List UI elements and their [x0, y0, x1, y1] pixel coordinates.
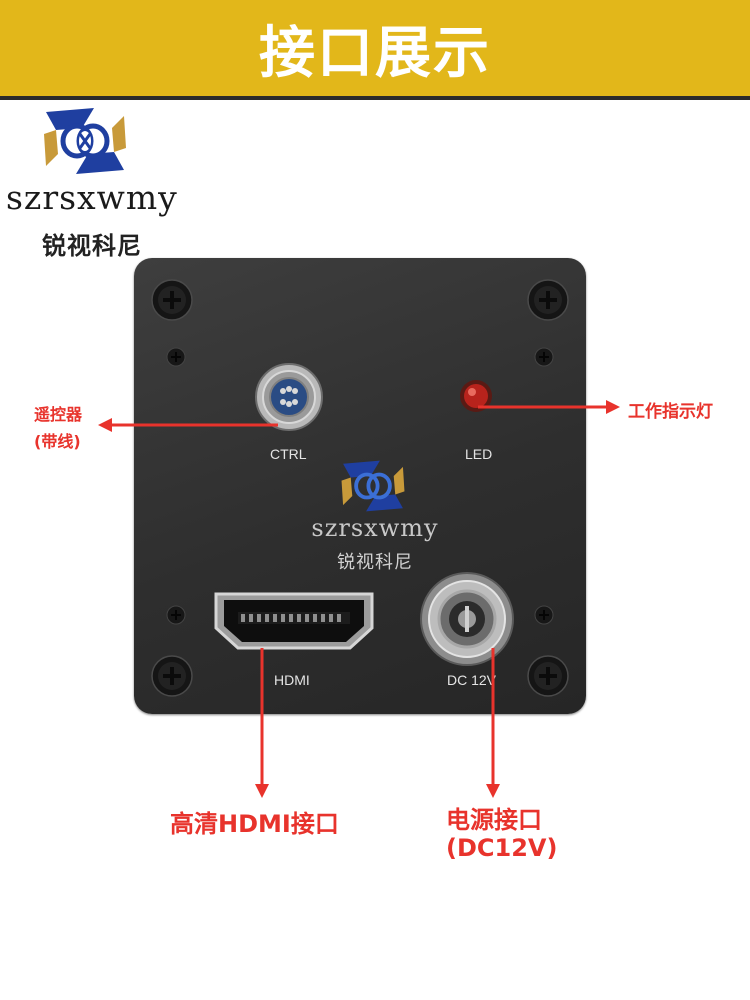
- remote-callout-line2: (带线): [34, 432, 81, 451]
- ctrl-connector[interactable]: [254, 362, 324, 432]
- brand-logo-icon: [44, 108, 126, 174]
- screw-icon: [527, 655, 569, 697]
- small-screw-icon: [166, 347, 186, 367]
- brand-name-latin: szrsxwmy: [6, 178, 178, 217]
- small-screw-icon: [534, 347, 554, 367]
- power-callout-line2: (DC12V): [446, 834, 558, 862]
- dc-label: DC 12V: [447, 672, 497, 688]
- indicator-callout: 工作指示灯: [628, 402, 713, 422]
- small-screw-icon: [534, 605, 554, 625]
- dc-power-port[interactable]: [418, 570, 516, 668]
- power-callout-line1: 电源接口: [446, 806, 542, 834]
- header-banner: 接口展示: [0, 0, 750, 100]
- led-label: LED: [465, 446, 493, 462]
- page-title: 接口展示: [259, 20, 491, 86]
- hdmi-label: HDMI: [274, 672, 310, 688]
- hdmi-port[interactable]: [210, 588, 378, 652]
- ctrl-label: CTRL: [270, 446, 307, 462]
- led-indicator-icon: [460, 380, 492, 412]
- brand-name-chinese: 锐视科尼: [337, 552, 413, 573]
- brand-name-chinese: 锐视科尼: [42, 232, 142, 260]
- screw-icon: [151, 655, 193, 697]
- remote-callout-line1: 遥控器: [34, 405, 83, 424]
- brand-name-latin: szrsxwmy: [311, 514, 439, 542]
- brand-logo-icon: [341, 460, 405, 512]
- small-screw-icon: [166, 605, 186, 625]
- screw-icon: [151, 279, 193, 321]
- screw-icon: [527, 279, 569, 321]
- hdmi-callout: 高清HDMI接口: [170, 810, 339, 838]
- camera-back-panel: CTRL LED szrsxwmy 锐视科尼 HDMI: [134, 258, 586, 714]
